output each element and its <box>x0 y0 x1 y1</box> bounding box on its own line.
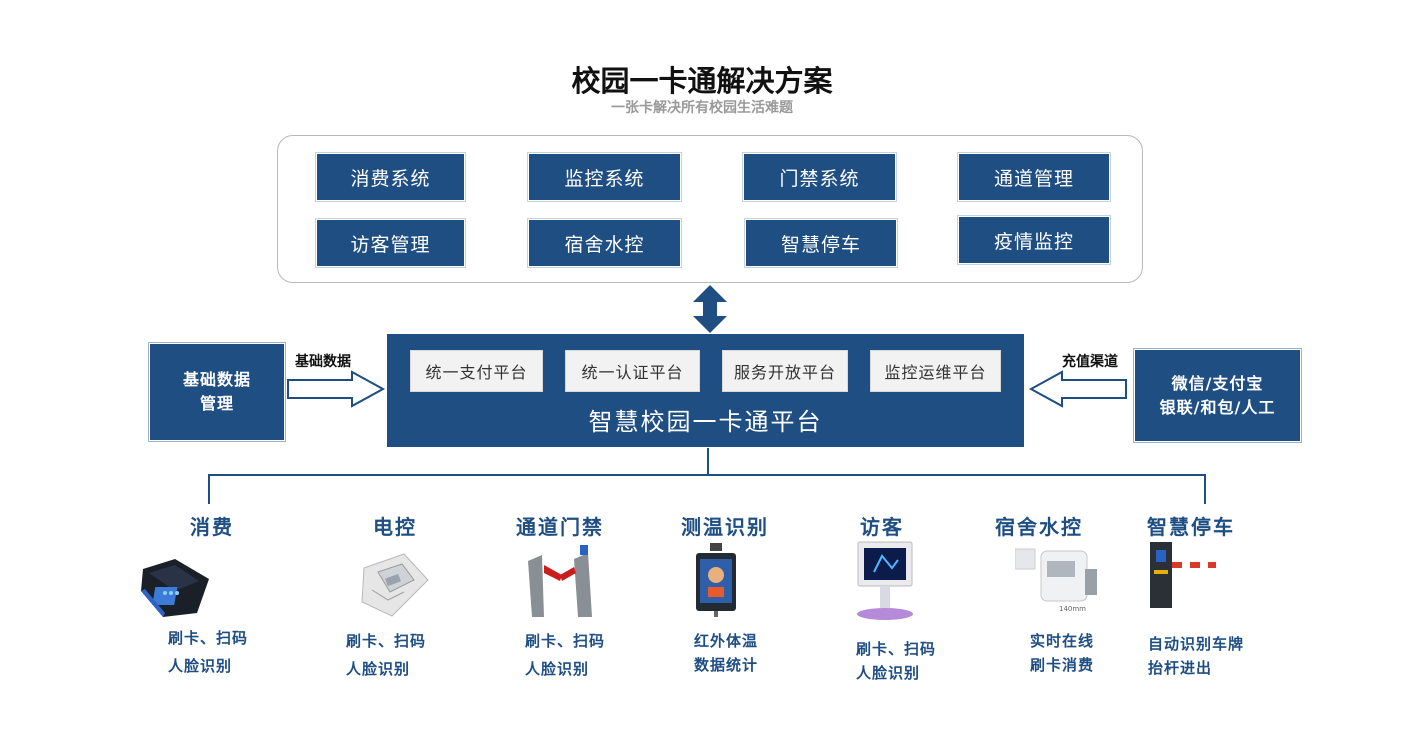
water-controller-icon: 140mm <box>1015 548 1097 613</box>
app-title-temperature: 测温识别 <box>681 515 769 539</box>
app-desc-line1: 刷卡、扫码 <box>856 640 937 658</box>
connector-lines <box>208 448 1206 504</box>
page-subtitle: 一张卡解决所有校园生活难题 <box>611 100 793 116</box>
app-desc-line1: 刷卡、扫码 <box>346 632 427 650</box>
page-title: 校园一卡通解决方案 <box>571 64 833 98</box>
app-desc-gate: 刷卡、扫码 人脸识别 <box>525 627 605 683</box>
module-monitor-ops: 监控运维平台 <box>870 350 1001 392</box>
app-desc-line2: 抬杆进出 <box>1148 659 1213 677</box>
app-desc-line1: 刷卡、扫码 <box>168 629 249 647</box>
recharge-arrow-label: 充值渠道 <box>1062 354 1118 370</box>
system-box-access: 门禁系统 <box>743 153 896 201</box>
visitor-kiosk-icon <box>857 541 913 620</box>
app-desc-line2: 刷卡消费 <box>1030 656 1095 674</box>
right-arrow-icon <box>287 370 386 408</box>
system-box-epidemic: 疫情监控 <box>958 216 1110 264</box>
app-desc-visitor: 刷卡、扫码 人脸识别 <box>856 637 936 685</box>
app-desc-line2: 数据统计 <box>694 656 759 674</box>
basic-data-management-box: 基础数据 管理 <box>149 343 285 441</box>
turnstile-icon <box>528 545 592 617</box>
parking-barrier-icon <box>1150 542 1216 608</box>
app-desc-parking: 自动识别车牌 抬杆进出 <box>1148 632 1244 680</box>
app-desc-line1: 实时在线 <box>1030 632 1095 650</box>
electric-meter-icon <box>361 553 429 617</box>
app-title-parking: 智慧停车 <box>1147 515 1235 539</box>
basic-data-arrow-label: 基础数据 <box>295 354 351 370</box>
app-desc-line2: 人脸识别 <box>856 664 921 682</box>
app-title-dorm-water: 宿舍水控 <box>995 515 1083 539</box>
system-box-monitoring: 监控系统 <box>528 153 681 201</box>
app-desc-consumption: 刷卡、扫码 人脸识别 <box>168 624 248 680</box>
app-title-consumption: 消费 <box>190 515 234 539</box>
module-unified-payment: 统一支付平台 <box>410 350 543 392</box>
app-title-visitor: 访客 <box>860 515 904 539</box>
app-desc-line2: 人脸识别 <box>168 657 233 675</box>
system-box-passage: 通道管理 <box>958 153 1110 201</box>
app-desc-line2: 人脸识别 <box>525 660 590 678</box>
recharge-channels-box: 微信/支付宝 银联/和包/人工 <box>1134 349 1301 442</box>
thermal-terminal-icon <box>696 543 736 617</box>
app-title-gate: 通道门禁 <box>516 515 604 539</box>
system-box-consumption: 消费系统 <box>316 153 465 201</box>
platform-name: 智慧校园一卡通平台 <box>588 408 823 436</box>
app-desc-line2: 人脸识别 <box>346 660 411 678</box>
app-desc-temperature: 红外体温 数据统计 <box>694 629 758 677</box>
recharge-box-line1: 微信/支付宝 <box>1171 373 1264 393</box>
recharge-box-line2: 银联/和包/人工 <box>1159 397 1276 417</box>
basic-data-box-line2: 管理 <box>199 394 234 413</box>
app-desc-line1: 红外体温 <box>694 632 759 650</box>
left-arrow-icon <box>1028 370 1127 408</box>
app-desc-line1: 刷卡、扫码 <box>525 632 606 650</box>
bidirectional-arrow-icon <box>693 285 727 333</box>
app-desc-line1: 自动识别车牌 <box>1148 635 1245 653</box>
app-desc-electric: 刷卡、扫码 人脸识别 <box>346 627 426 683</box>
svg-text:140mm: 140mm <box>1059 605 1086 613</box>
system-box-parking: 智慧停车 <box>745 219 897 267</box>
module-service-open: 服务开放平台 <box>722 350 848 392</box>
app-title-electric: 电控 <box>373 515 417 539</box>
module-unified-auth: 统一认证平台 <box>565 350 700 392</box>
app-desc-dorm-water: 实时在线 刷卡消费 <box>1030 629 1094 677</box>
pos-terminal-icon <box>141 559 209 617</box>
basic-data-box-line1: 基础数据 <box>182 370 251 389</box>
system-box-dorm-water: 宿舍水控 <box>528 219 681 267</box>
system-box-visitor: 访客管理 <box>316 219 465 267</box>
